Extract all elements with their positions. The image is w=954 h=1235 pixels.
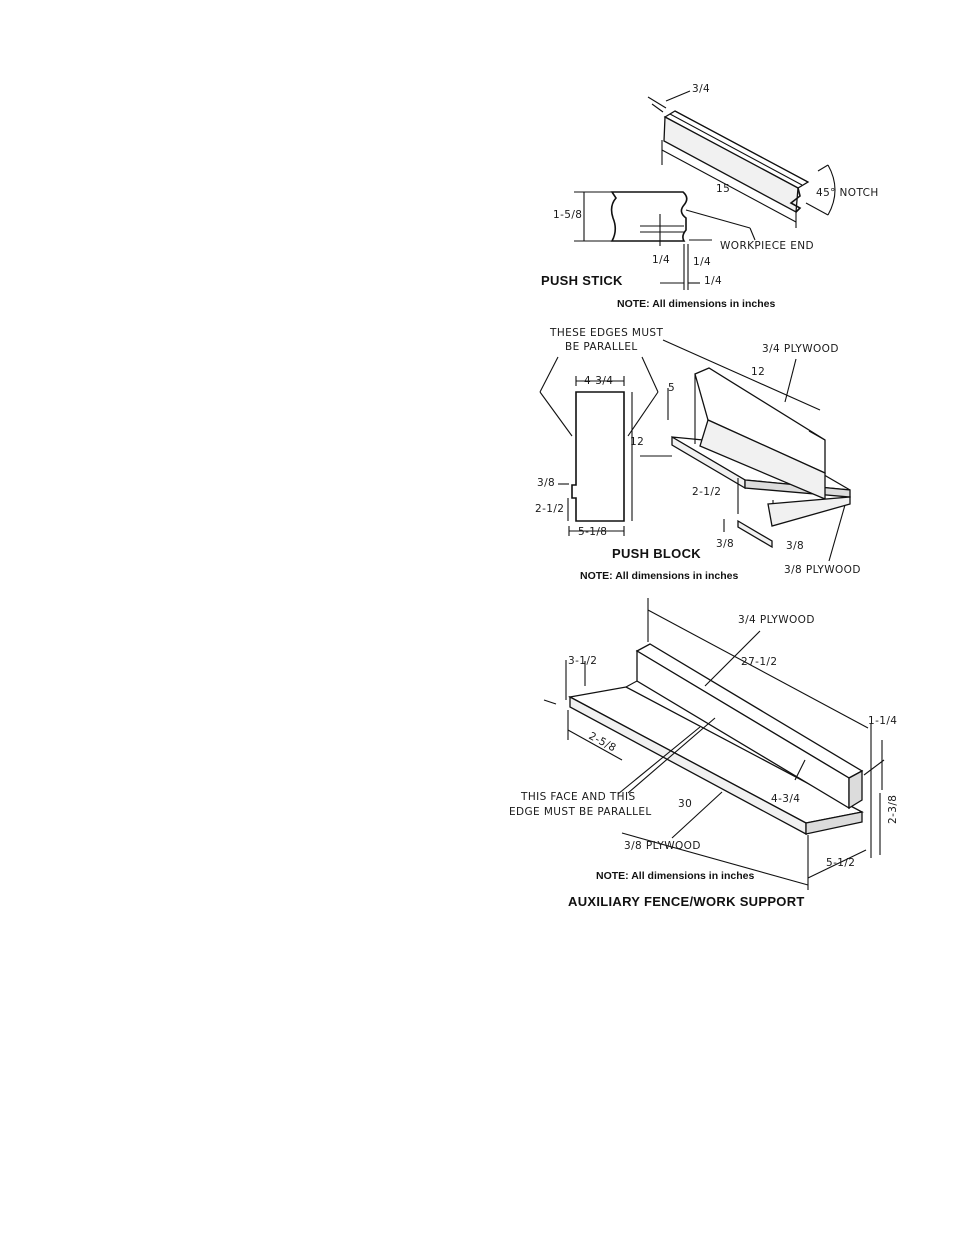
svg-text:1/4: 1/4	[704, 275, 722, 287]
svg-text:3/8: 3/8	[716, 538, 734, 550]
svg-text:3/4: 3/4	[692, 83, 710, 95]
svg-text:1-5/8: 1-5/8	[553, 209, 582, 221]
svg-text:1/4: 1/4	[693, 256, 711, 268]
svg-text:WORKPIECE END: WORKPIECE END	[720, 240, 814, 252]
svg-text:27-1/2: 27-1/2	[741, 656, 777, 668]
svg-text:3/8 PLYWOOD: 3/8 PLYWOOD	[784, 564, 861, 576]
aux-fence-iso	[568, 643, 864, 836]
svg-text:5-1/8: 5-1/8	[578, 526, 607, 538]
svg-text:30: 30	[678, 798, 692, 810]
dim-workpiece: WORKPIECE END	[685, 209, 814, 252]
svg-text:2-5/8: 2-5/8	[587, 730, 619, 754]
svg-text:1/4: 1/4	[652, 254, 670, 266]
svg-text:4-3/4: 4-3/4	[584, 375, 613, 387]
aux-fence-figure: 3/4 PLYWOOD 27-1/2 3-1/2 2-5/8 1-1/4 2-3…	[509, 598, 899, 909]
push-stick-figure: 3/4 15 45° NOTCH 1-5/8	[541, 83, 879, 310]
push-block-title: PUSH BLOCK	[612, 546, 701, 561]
push-block-iso	[671, 367, 851, 549]
push-stick-title: PUSH STICK	[541, 273, 623, 288]
dim-quarters: 1/4 1/4 1/4	[652, 244, 722, 290]
push-stick-body	[663, 110, 810, 214]
dim-thickness: 3/4	[647, 83, 710, 113]
push-block-dims: 5 12 3/4 PLYWOOD 2-1/2 3/8 3/8 3/8 PLYWO…	[662, 339, 861, 576]
dim-length: 15	[661, 140, 797, 228]
push-stick-note: NOTE: All dimensions in inches	[617, 298, 775, 310]
push-block-figure: THESE EDGES MUST BE PARALLEL 4-3/4 12 3/…	[535, 327, 861, 582]
svg-text:3/4 PLYWOOD: 3/4 PLYWOOD	[738, 614, 815, 626]
aux-fence-title: AUXILIARY FENCE/WORK SUPPORT	[568, 894, 805, 909]
push-block-profile: 4-3/4 12 3/8 2-1/2 5-1/8	[535, 375, 644, 538]
svg-text:12: 12	[630, 436, 644, 448]
svg-text:3/8 PLYWOOD: 3/8 PLYWOOD	[624, 840, 701, 852]
svg-text:3/4 PLYWOOD: 3/4 PLYWOOD	[762, 343, 839, 355]
svg-text:1-1/4: 1-1/4	[868, 715, 897, 727]
aux-fence-dims: 3/4 PLYWOOD 27-1/2 3-1/2 2-5/8 1-1/4 2-3…	[509, 598, 899, 890]
svg-text:12: 12	[751, 366, 765, 378]
aux-fence-note: NOTE: All dimensions in inches	[596, 870, 754, 882]
svg-text:2-3/8: 2-3/8	[887, 795, 899, 824]
svg-text:3/8: 3/8	[537, 477, 555, 489]
svg-text:45° NOTCH: 45° NOTCH	[816, 187, 879, 199]
svg-text:15: 15	[716, 183, 730, 195]
dim-notch: 45° NOTCH	[805, 164, 879, 216]
parallel-note-line-2: BE PARALLEL	[565, 341, 638, 353]
parallel-note-line-1: THESE EDGES MUST	[549, 327, 663, 339]
svg-text:5-1/2: 5-1/2	[826, 857, 855, 869]
svg-text:EDGE MUST BE PARALLEL: EDGE MUST BE PARALLEL	[509, 806, 652, 818]
push-block-note: NOTE: All dimensions in inches	[580, 570, 738, 582]
svg-text:2-1/2: 2-1/2	[535, 503, 564, 515]
svg-text:3/8: 3/8	[786, 540, 804, 552]
svg-text:5: 5	[668, 382, 675, 394]
svg-text:3-1/2: 3-1/2	[568, 655, 597, 667]
svg-text:THIS FACE AND THIS: THIS FACE AND THIS	[520, 791, 636, 803]
push-stick-profile: 1-5/8	[553, 191, 688, 246]
svg-text:4-3/4: 4-3/4	[771, 793, 800, 805]
svg-text:2-1/2: 2-1/2	[692, 486, 721, 498]
